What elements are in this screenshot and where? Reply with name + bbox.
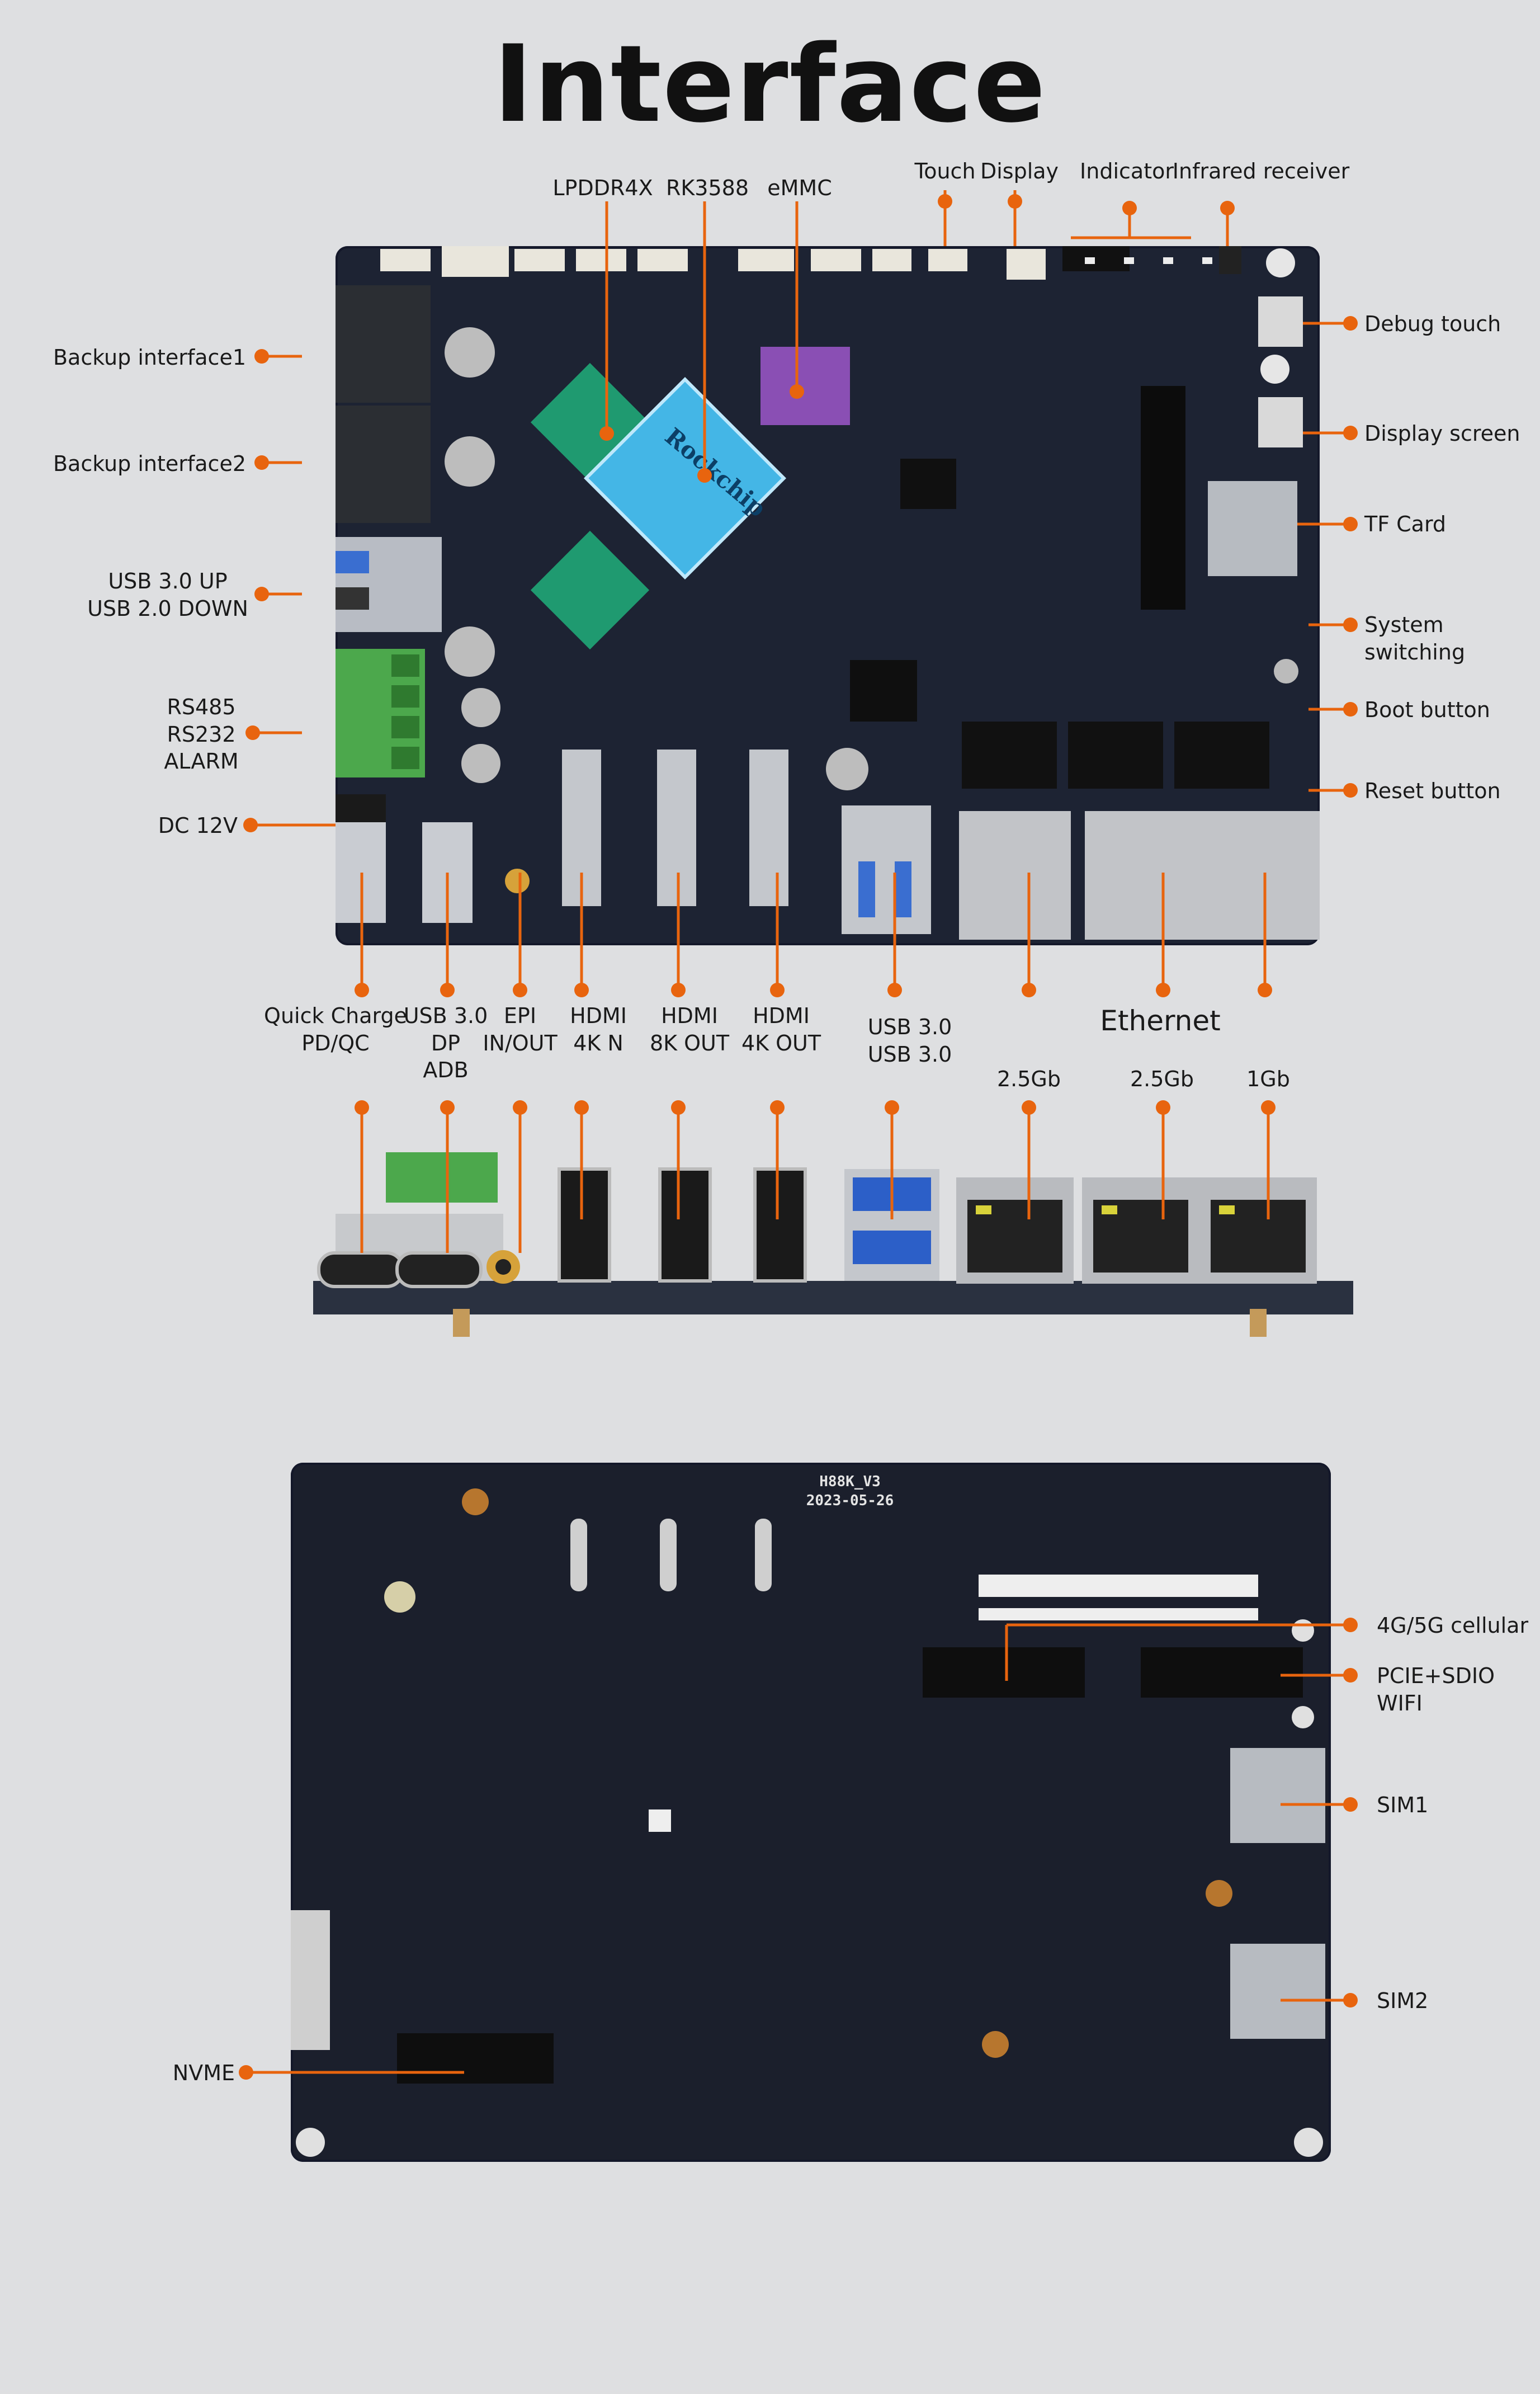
label-pcie-sdio-wifi: PCIE+SDIO WIFI [1377,1663,1495,1716]
label-ethernet: Ethernet [1100,1005,1221,1037]
label-display: Display [980,159,1059,183]
label-dc-12v: DC 12V [158,813,238,838]
label-hdmi-4kout: HDMI 4K OUT [741,1003,821,1055]
label-eth-1gb: 1Gb [1246,1067,1290,1091]
label-emmc: eMMC [767,176,832,200]
label-boot-button: Boot button [1364,698,1490,722]
label-tf-card: TF Card [1364,512,1447,536]
label-usb-dp-adb: USB 3.0 DP ADB [403,1003,488,1083]
board-side-view [313,1147,1353,1337]
label-debug-touch: Debug touch [1364,312,1501,336]
label-serial-ports: RS485 RS232 ALARM [164,695,239,774]
label-system-switching: System switching [1364,612,1466,665]
label-hdmi-4kn: HDMI 4K N [570,1003,627,1055]
label-epi: EPI IN/OUT [483,1003,558,1055]
label-backup-interface1: Backup interface1 [53,345,246,370]
label-touch: Touch [914,159,976,183]
label-eth-2-5gb-b: 2.5Gb [1130,1067,1194,1091]
label-backup-interface2: Backup interface2 [53,451,246,476]
label-4g-5g-cellular: 4G/5G cellular [1377,1613,1529,1638]
label-hdmi-8kout: HDMI 8K OUT [649,1003,730,1055]
page-title: Interface [493,22,1047,146]
label-eth-2-5gb-a: 2.5Gb [997,1067,1061,1091]
label-display-screen: Display screen [1364,421,1520,446]
label-indicator: Indicator [1080,159,1174,183]
label-quick-charge: Quick Charge PD/QC [264,1003,407,1055]
board-bottom-view: H88K_V3 2023-05-26 [291,1463,1331,2162]
board-top-view: Rockchip [336,246,1320,945]
label-sim2: SIM2 [1377,1988,1429,2013]
board-revision-marking: H88K_V3 2023-05-26 [806,1473,894,1509]
label-reset-button: Reset button [1364,779,1501,803]
label-usb-up-down: USB 3.0 UP USB 2.0 DOWN [87,569,248,621]
label-nvme: NVME [172,2061,235,2085]
label-lpddr4x: LPDDR4X [552,176,653,200]
label-rk3588: RK3588 [665,176,749,200]
label-usb30-pair: USB 3.0 USB 3.0 [867,1015,952,1067]
label-infrared-receiver: Infrared receiver [1172,159,1350,183]
label-sim1: SIM1 [1377,1793,1429,1817]
